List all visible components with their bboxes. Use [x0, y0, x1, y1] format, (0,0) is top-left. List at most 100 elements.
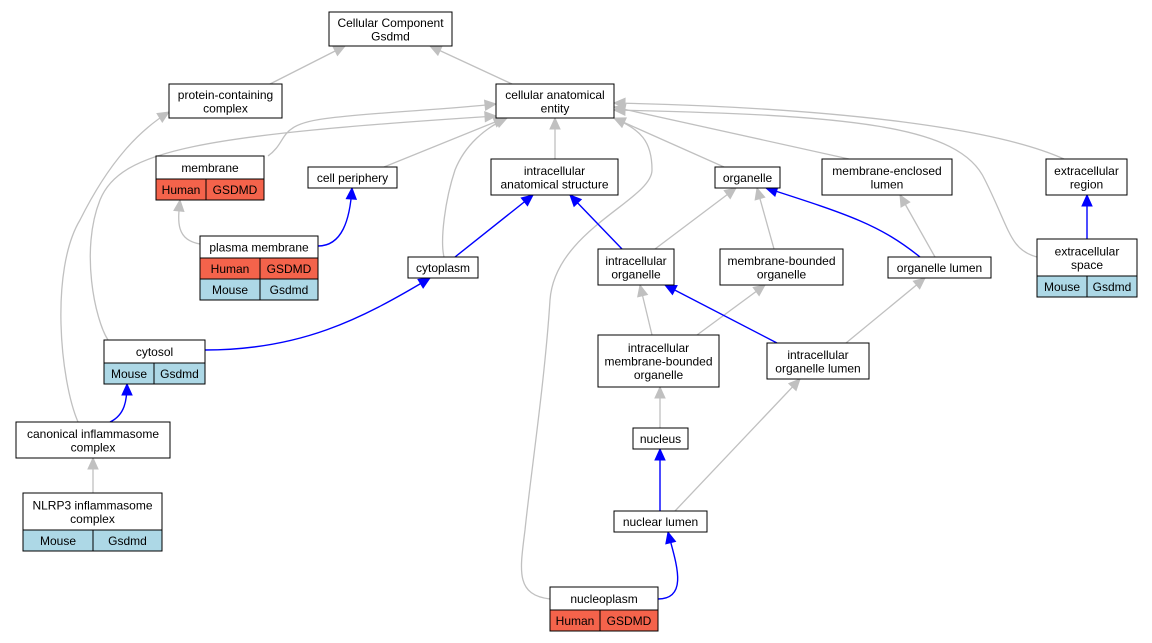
node-box [632, 427, 689, 450]
node-label: Gsdmd [371, 29, 410, 43]
arrowhead-icon [520, 194, 534, 207]
edge-line [664, 284, 778, 344]
species-label: Human [162, 183, 201, 197]
node-label: nuclear lumen [623, 515, 698, 529]
node-organelle[interactable]: organelle [714, 166, 781, 189]
edge-extracellular-region-to-cellular-anatomical-entity [612, 97, 1065, 160]
edge-line [454, 194, 534, 258]
edge-line [613, 109, 1038, 258]
gene-cell [205, 178, 265, 201]
edge-line [267, 103, 497, 157]
node-label: complex [70, 512, 115, 526]
edge-membrane-to-cellular-anatomical-entity [267, 99, 498, 157]
arrowhead-icon [483, 99, 498, 111]
gene-cell [92, 529, 163, 552]
edge-line [654, 187, 737, 250]
node-label: entity [541, 101, 570, 115]
node-label: canonical inflammasome [27, 427, 159, 441]
arrowhead-icon [663, 284, 678, 296]
arrowhead-icon [549, 116, 561, 130]
node-label: cytosol [136, 345, 173, 359]
gene-label: Gsdmd [270, 283, 309, 297]
edge-membrane-bounded-organelle-to-organelle [754, 186, 775, 250]
arrowhead-icon [665, 530, 677, 545]
node-label: intracellular [628, 341, 689, 355]
arrowhead-icon [173, 198, 185, 213]
gene-label: GSDMD [267, 262, 312, 276]
node-nucleus[interactable]: nucleus [632, 427, 689, 450]
species-label: Human [211, 262, 250, 276]
arrowhead-icon [417, 277, 432, 289]
node-label: region [1070, 177, 1103, 191]
edge-nucleoplasm-to-cellular-anatomical-entity [520, 117, 653, 600]
arrowhead-icon [121, 382, 133, 396]
node-label: membrane-enclosed [832, 164, 941, 178]
edge-canonical-inflammasome-complex-to-protein-containing-complex [60, 111, 171, 423]
edge-organelle-lumen-to-organelle [764, 186, 921, 258]
node-box [1045, 158, 1128, 196]
arrowhead-icon [899, 193, 911, 208]
edge-line [383, 117, 506, 168]
node-label: protein-containing [178, 88, 273, 102]
node-box [328, 11, 453, 47]
arrowhead-icon [787, 378, 801, 392]
node-label: organelle [757, 267, 807, 281]
node-cell-periphery[interactable]: cell periphery [307, 166, 398, 189]
edge-line [899, 194, 936, 258]
arrowhead-icon [912, 277, 926, 290]
node-label: anatomical structure [500, 177, 608, 191]
edge-plasma-membrane-to-cell-periphery [317, 186, 358, 247]
node-label: complex [203, 101, 248, 115]
edge-line [89, 115, 497, 341]
edge-canonical-inflammasome-complex-to-cytosol [109, 382, 133, 423]
arrowhead-icon [654, 385, 666, 399]
arrowhead-icon [723, 187, 737, 200]
edge-intracellular-organelle-lumen-to-organelle-lumen [845, 277, 926, 344]
node-label: cellular anatomical [505, 88, 604, 102]
edge-intracellular-organelle-to-organelle [654, 187, 737, 250]
edge-line [429, 45, 513, 85]
node-label: membrane [181, 161, 239, 175]
edge-line [613, 117, 725, 168]
gene-label: Gsdmd [108, 534, 147, 548]
node-organelle-lumen[interactable]: organelle lumen [887, 256, 992, 279]
edge-organelle-lumen-to-membrane-enclosed-lumen [899, 193, 936, 258]
node-label: organelle lumen [897, 261, 982, 275]
edge-line [765, 187, 921, 258]
gene-cell [599, 609, 659, 632]
arrowhead-icon [612, 117, 627, 129]
node-label: intracellular [605, 254, 666, 268]
edge-nucleoplasm-to-nuclear-lumen [657, 530, 679, 600]
node-label: membrane-bounded [727, 254, 835, 268]
node-nuclear-lumen[interactable]: nuclear lumen [613, 510, 708, 533]
node-label: extracellular [1054, 164, 1119, 178]
node-box [597, 248, 675, 286]
edge-line [60, 111, 170, 423]
edge-organelle-to-cellular-anatomical-entity [612, 117, 725, 168]
node-cytoplasm[interactable]: cytoplasm [407, 256, 479, 279]
species-label: Mouse [40, 534, 76, 548]
arrowhead-icon [612, 104, 626, 117]
edge-extracellular-space-to-extracellular-region [1081, 193, 1093, 239]
edge-line [441, 117, 508, 258]
node-box [766, 342, 870, 380]
